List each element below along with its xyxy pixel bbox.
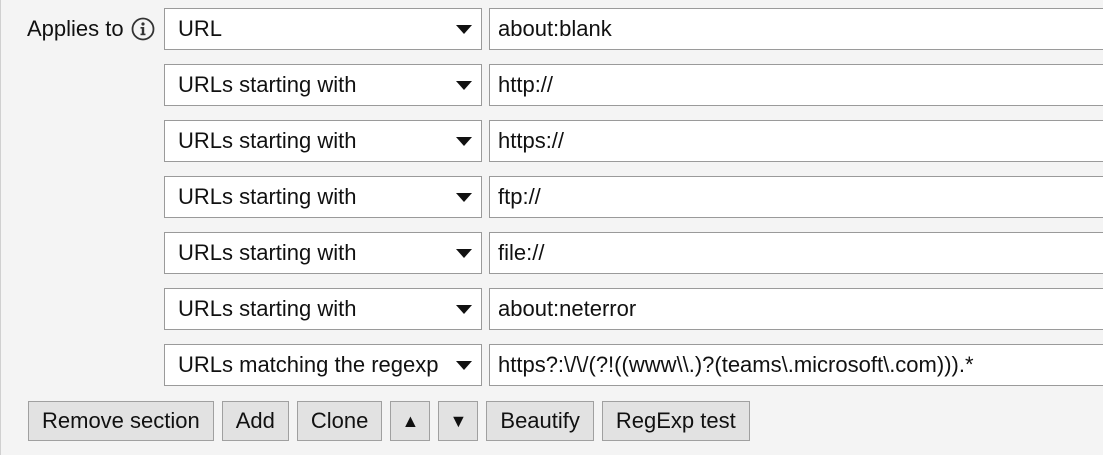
info-icon[interactable] <box>131 17 155 41</box>
section-button-bar: Remove section Add Clone ▲ ▼ Beautify Re… <box>28 401 750 441</box>
rule-type-select[interactable]: URLs starting with <box>164 176 482 218</box>
rule-value-input[interactable] <box>489 64 1103 106</box>
rule-type-value: URLs matching the regexp <box>178 352 439 377</box>
rule-type-select[interactable]: URLs starting with <box>164 64 482 106</box>
rule-row: URLs matching the regexp <box>164 344 1103 386</box>
rule-type-select[interactable]: URLs starting with <box>164 120 482 162</box>
rule-row: URLs starting with <box>164 120 1103 162</box>
rule-value-input[interactable] <box>489 8 1103 50</box>
rule-type-value: URL <box>178 16 223 41</box>
beautify-button[interactable]: Beautify <box>486 401 594 441</box>
rule-type-value: URLs starting with <box>178 128 357 153</box>
rule-value-input[interactable] <box>489 120 1103 162</box>
remove-section-button[interactable]: Remove section <box>28 401 214 441</box>
rule-value-input[interactable] <box>489 232 1103 274</box>
rule-type-value: URLs starting with <box>178 184 357 209</box>
chevron-down-icon <box>456 249 472 258</box>
add-button[interactable]: Add <box>221 401 289 441</box>
chevron-down-icon <box>456 193 472 202</box>
rule-value-input[interactable] <box>489 288 1103 330</box>
applies-to-label: Applies to <box>27 16 124 41</box>
rule-type-value: URLs starting with <box>178 296 357 321</box>
chevron-down-icon <box>456 305 472 314</box>
rule-type-value: URLs starting with <box>178 72 357 97</box>
applies-to-header: Applies to <box>27 14 155 44</box>
chevron-down-icon <box>456 25 472 34</box>
regexp-test-button[interactable]: RegExp test <box>601 401 750 441</box>
rule-value-input[interactable] <box>489 344 1103 386</box>
chevron-down-icon <box>456 81 472 90</box>
rule-row: URLs starting with <box>164 176 1103 218</box>
rule-value-input[interactable] <box>489 176 1103 218</box>
rule-type-select[interactable]: URL <box>164 8 482 50</box>
rule-row: URLs starting with <box>164 232 1103 274</box>
move-up-button[interactable]: ▲ <box>390 401 431 441</box>
rule-type-select[interactable]: URLs starting with <box>164 232 482 274</box>
rule-type-select[interactable]: URLs starting with <box>164 288 482 330</box>
rule-row: URLs starting with <box>164 64 1103 106</box>
rule-row: URLs starting with <box>164 288 1103 330</box>
move-down-button[interactable]: ▼ <box>438 401 479 441</box>
rule-row: URL <box>164 8 1103 50</box>
rule-type-select[interactable]: URLs matching the regexp <box>164 344 482 386</box>
rule-type-value: URLs starting with <box>178 240 357 265</box>
chevron-down-icon <box>456 361 472 370</box>
chevron-down-icon <box>456 137 472 146</box>
clone-button[interactable]: Clone <box>296 401 383 441</box>
